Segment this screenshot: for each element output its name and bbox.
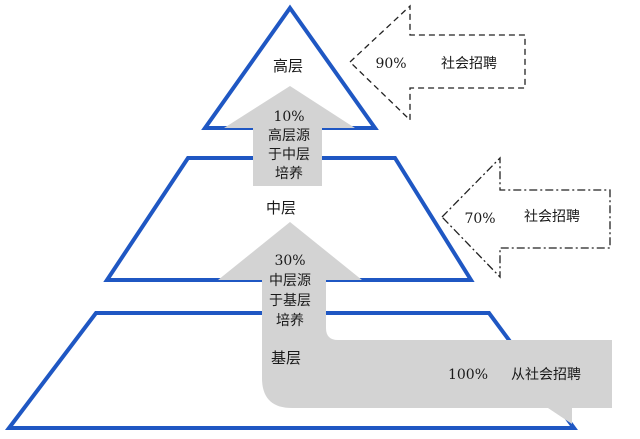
promotion-middle-line2: 于基层 bbox=[269, 292, 311, 309]
level-base-label: 基层 bbox=[271, 349, 301, 367]
external-base-label: 从社会招聘 bbox=[511, 367, 581, 383]
external-base-percent: 100% bbox=[448, 367, 488, 383]
promotion-top-line1: 高层源 bbox=[268, 127, 310, 144]
middle-tier bbox=[103, 156, 475, 282]
promotion-arrow-to-top bbox=[224, 86, 355, 186]
promotion-top-percent: 10% bbox=[273, 109, 304, 125]
promotion-top-line3: 培养 bbox=[275, 166, 303, 182]
promotion-middle-line1: 中层源 bbox=[269, 273, 311, 289]
external-arrow-top bbox=[349, 4, 526, 122]
promotion-top-line2: 于中层 bbox=[268, 147, 310, 163]
promotion-arrow-to-middle bbox=[218, 222, 612, 424]
external-middle-percent: 70% bbox=[464, 211, 495, 227]
external-arrow-middle bbox=[441, 156, 611, 279]
level-top-label: 高层 bbox=[273, 57, 303, 75]
promotion-middle-percent: 30% bbox=[274, 253, 305, 269]
level-middle-label: 中层 bbox=[266, 199, 296, 217]
external-top-percent: 90% bbox=[375, 56, 406, 72]
external-top-label: 社会招聘 bbox=[441, 56, 497, 72]
promotion-middle-line3: 培养 bbox=[276, 313, 304, 329]
external-middle-label: 社会招聘 bbox=[524, 209, 580, 225]
